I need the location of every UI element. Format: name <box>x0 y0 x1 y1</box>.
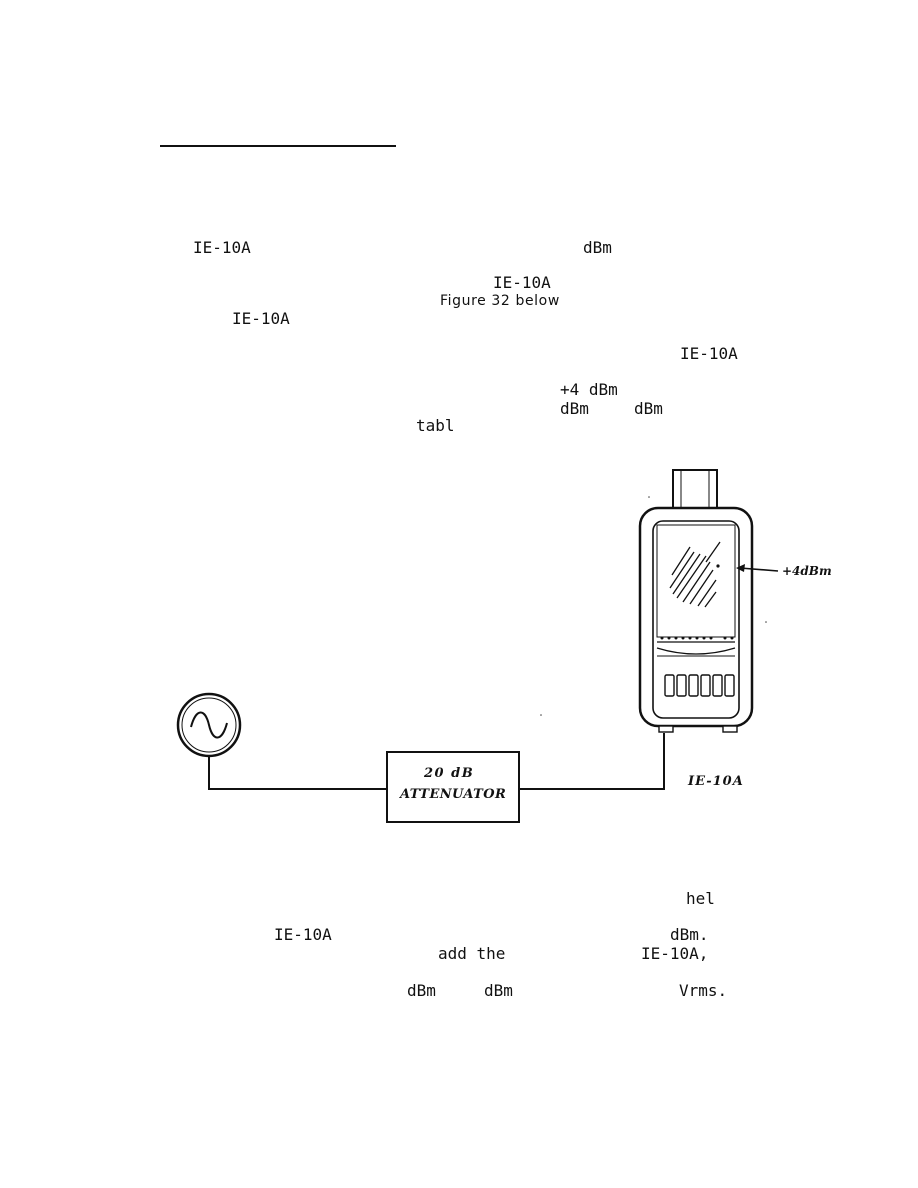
text-model-ref: IE-10A <box>274 925 332 944</box>
text-partial-word: hel <box>686 889 715 908</box>
meter-arrow <box>736 564 779 572</box>
text-partial-word: tabl <box>416 416 455 435</box>
signal-generator <box>176 692 242 758</box>
text-unit-ref: dBm <box>484 981 513 1000</box>
device-label: IE-10A <box>688 774 744 789</box>
text-unit-ref: Vrms. <box>679 981 728 1000</box>
screen-hatching <box>669 541 721 608</box>
text-level-ref: +4 dBm <box>560 380 618 399</box>
display-digit <box>676 674 687 697</box>
ie10a-device <box>638 469 754 733</box>
text-model-ref: IE-10A <box>680 344 738 363</box>
text-model-ref: IE-10A, <box>641 944 709 963</box>
sine-wave-icon <box>190 711 228 739</box>
text-unit-ref: dBm <box>407 981 436 1000</box>
text-unit-ref: dBm. <box>670 925 709 944</box>
attenuator-label-bottom: ATTENUATOR <box>400 787 507 802</box>
attenuator-label-top: 20 dB <box>424 766 475 781</box>
text-model-ref: IE-10A <box>193 238 251 257</box>
text-model-ref: IE-10A <box>493 273 551 292</box>
text-unit-ref: dBm <box>634 399 663 418</box>
indicator-dots <box>660 636 734 640</box>
text-phrase: add the <box>438 944 506 963</box>
attenuator-box <box>386 751 520 823</box>
text-unit-ref: dBm <box>560 399 589 418</box>
cable <box>208 733 665 790</box>
text-figure-ref: Figure 32 below <box>440 293 560 309</box>
digit-display <box>664 674 735 697</box>
text-model-ref: IE-10A <box>232 309 290 328</box>
display-digit <box>688 674 699 697</box>
heading-underline <box>160 145 396 147</box>
text-unit-ref: dBm <box>583 238 612 257</box>
display-digit <box>700 674 711 697</box>
display-digit <box>664 674 675 697</box>
meter-reading-label: +4dBm <box>782 564 832 578</box>
display-digit <box>724 674 735 697</box>
display-digit <box>712 674 723 697</box>
